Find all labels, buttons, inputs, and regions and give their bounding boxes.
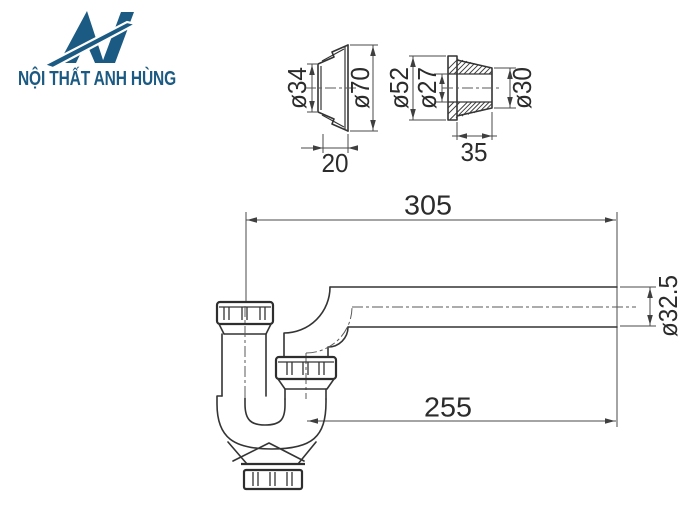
outlet-union-nut — [274, 355, 338, 390]
dim-arrows-depth — [313, 145, 358, 151]
trap-extension-lines — [245, 212, 618, 427]
p-trap-view: 305 255 ø32.5 — [215, 190, 683, 491]
logo-left-triangle — [59, 11, 104, 63]
outlet-nut-body — [274, 355, 338, 381]
dim-gasket-length: 35 — [461, 137, 488, 167]
dim-trap-overall-length: 305 — [404, 190, 452, 221]
elbow — [283, 286, 349, 358]
cup-inner-u — [244, 397, 286, 426]
outlet-pipe — [329, 286, 618, 328]
outlet-nut-skirt — [277, 378, 335, 390]
dim-lines-depth — [301, 134, 356, 153]
cup-inlet-stub — [284, 388, 327, 400]
cup-cone — [227, 441, 317, 465]
dim-gasket-tip-diameter: ø30 — [507, 67, 537, 109]
dim-arrows-inner-diameter — [309, 65, 315, 111]
dim-arrows-bore-diameter — [439, 75, 445, 101]
anh-hung-monogram-icon — [41, 11, 140, 70]
dim-escutcheon-depth: 20 — [322, 148, 349, 178]
dim-arrows-outer-diameter — [370, 46, 376, 130]
escutcheon-view: ø34 ø70 20 — [282, 44, 378, 178]
inlet-nut-ribs — [223, 307, 266, 320]
dim-trap-outlet-length: 255 — [424, 392, 472, 423]
inlet-union-nut — [215, 300, 275, 335]
dim-arrows-gasket-length — [457, 133, 492, 139]
inlet-tube — [221, 333, 267, 397]
dim-gasket-bore-diameter: ø27 — [412, 67, 442, 109]
logo-triangle-notch — [76, 42, 95, 63]
dim-lines-outer-diameter — [350, 44, 378, 132]
u-bend-cup — [216, 388, 327, 465]
escutcheon-outline — [317, 44, 349, 132]
gasket-hatching-bottom — [447, 101, 493, 120]
dim-gasket-flange-diameter: ø52 — [384, 67, 414, 109]
dim-escutcheon-outer-diameter: ø70 — [345, 67, 375, 109]
dim-arrows-pipe-diameter — [647, 288, 653, 325]
elbow-centerline — [305, 306, 353, 399]
inlet-nut-body — [215, 300, 275, 326]
cleanout-nut-ribs — [252, 472, 293, 486]
cleanout-nut — [241, 462, 305, 491]
cleanout-nut-body — [242, 468, 304, 491]
dim-escutcheon-inner-diameter: ø34 — [282, 67, 312, 109]
dim-arrows-tip-diameter — [507, 69, 513, 107]
escutcheon-wall-inner — [321, 48, 345, 128]
cone-gasket-view: ø52 ø27 ø30 35 — [384, 55, 537, 167]
brand-logo: NỘI THẤT ANH HÙNG — [18, 11, 176, 90]
dim-trap-pipe-diameter: ø32.5 — [653, 275, 683, 337]
logo-swoosh — [41, 20, 140, 70]
cup-outer-wall — [216, 395, 327, 450]
gasket-hatching-top — [447, 58, 493, 75]
brand-name: NỘI THẤT ANH HÙNG — [18, 66, 176, 90]
outlet-nut-ribs — [286, 362, 325, 375]
